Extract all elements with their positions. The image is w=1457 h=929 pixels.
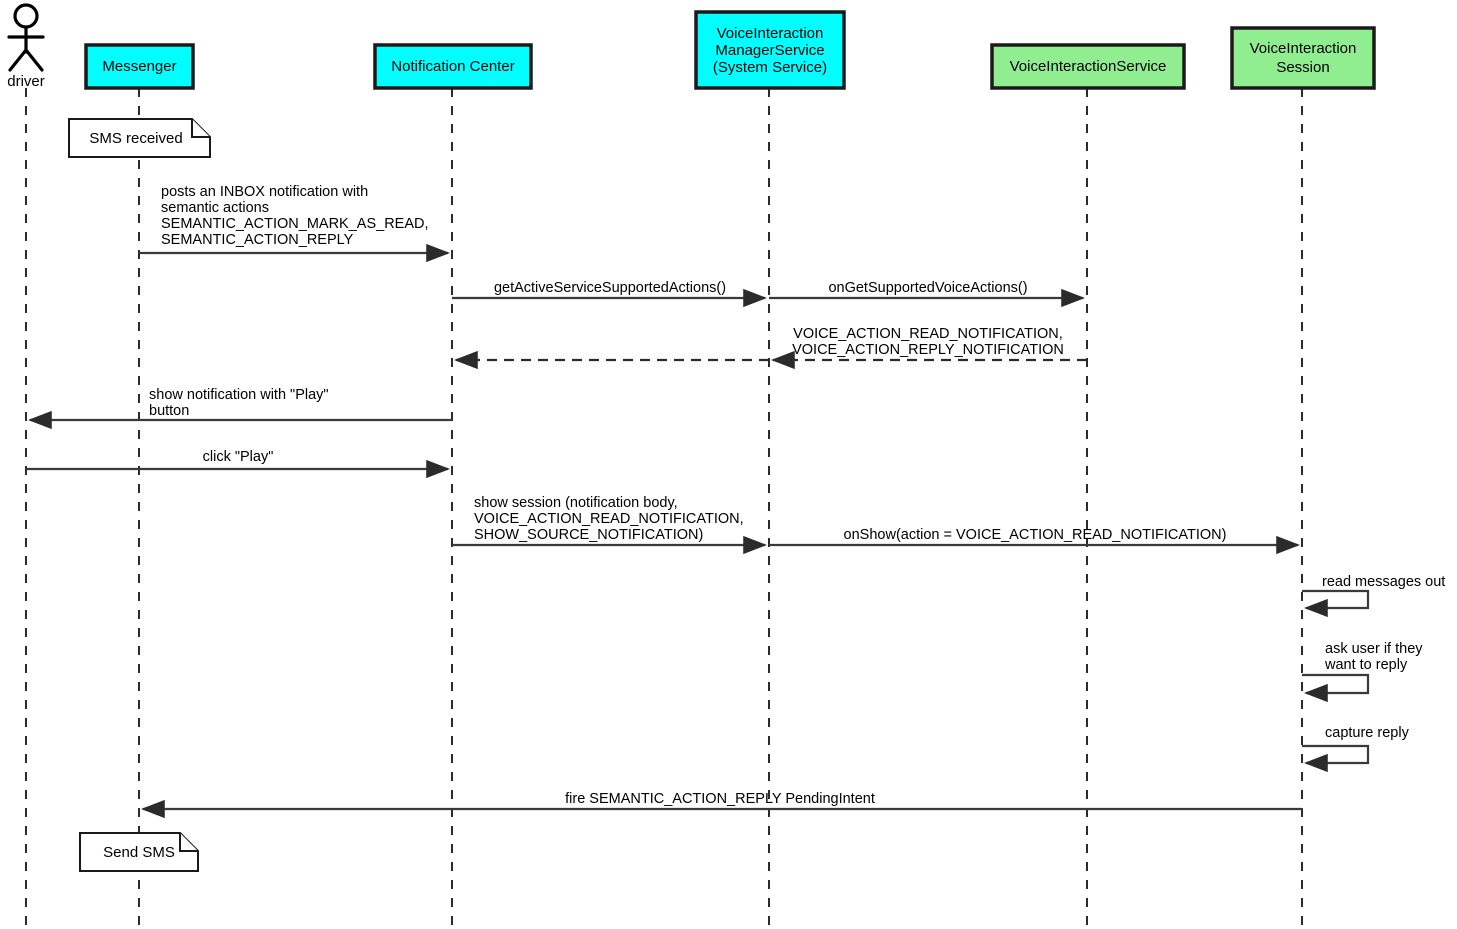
message-label-show-notification-line-2: button <box>149 403 189 419</box>
participant-label-vims-line-1: VoiceInteraction <box>717 25 824 42</box>
participant-box-voice-interaction-service[interactable] <box>990 43 1186 90</box>
self-message-label-capture-reply: capture reply <box>1325 725 1410 741</box>
participant-voice-interaction-service[interactable]: VoiceInteractionService <box>990 43 1186 90</box>
note-sms-received-label: SMS received <box>89 130 182 147</box>
message-label-on-show: onShow(action = VOICE_ACTION_READ_NOTIFI… <box>844 527 1227 543</box>
message-label-show-session-line-2: VOICE_ACTION_READ_NOTIFICATION, <box>474 511 744 527</box>
message-label-return-voice-actions-line-2: VOICE_ACTION_REPLY_NOTIFICATION <box>792 342 1064 358</box>
self-message-label-ask-user-line-1: ask user if they <box>1325 641 1423 657</box>
note-send-sms-label: Send SMS <box>103 844 175 861</box>
message-return-voice-actions-to-manager: VOICE_ACTION_READ_NOTIFICATION, VOICE_AC… <box>771 326 1087 370</box>
self-message-capture-reply: capture reply <box>1302 725 1410 773</box>
driver-actor[interactable]: driver <box>7 3 45 90</box>
participant-voice-interaction-manager-service[interactable]: VoiceInteraction ManagerService (System … <box>694 10 846 90</box>
message-label-post-inbox-line-2: semantic actions <box>161 200 269 216</box>
participant-messenger[interactable]: Messenger <box>84 43 195 90</box>
self-message-arrow-read-messages-out <box>1302 589 1370 618</box>
note-send-sms-shape <box>79 832 199 872</box>
participant-label-notification-center: Notification Center <box>391 58 514 75</box>
actor-leg-left-icon <box>8 48 28 72</box>
message-click-play: click "Play" <box>26 449 450 479</box>
note-sms-received: SMS received <box>68 118 211 158</box>
note-sms-received-fold-icon <box>191 119 210 138</box>
participant-label-vims-line-3: (System Service) <box>713 59 827 76</box>
message-post-inbox-notification: posts an INBOX notification with semanti… <box>139 184 450 263</box>
participant-label-vims-line-2: ManagerService <box>715 42 824 59</box>
participant-label-vis-line-1: VoiceInteraction <box>1250 40 1357 57</box>
participant-label-vis-line-2: Session <box>1276 59 1329 76</box>
participant-box-notification-center[interactable] <box>373 43 533 90</box>
self-message-arrow-ask-user-if-they-want-to-reply <box>1302 673 1370 703</box>
participant-voice-interaction-session[interactable]: VoiceInteraction Session <box>1230 26 1376 90</box>
self-message-arrow-capture-reply <box>1302 744 1370 773</box>
participant-box-voice-interaction-manager-service[interactable] <box>694 10 846 90</box>
self-message-read-messages-out: read messages out <box>1302 574 1445 618</box>
message-label-post-inbox-line-3: SEMANTIC_ACTION_MARK_AS_READ, <box>161 216 429 232</box>
message-on-get-supported-voice-actions: onGetSupportedVoiceActions() <box>769 280 1085 308</box>
message-label-return-voice-actions-line-1: VOICE_ACTION_READ_NOTIFICATION, <box>793 326 1063 342</box>
lifelines-group <box>25 88 1303 929</box>
message-label-on-get-supported-voice-actions: onGetSupportedVoiceActions() <box>828 280 1027 296</box>
participant-label-messenger: Messenger <box>102 58 176 75</box>
participant-box-messenger[interactable] <box>84 43 195 90</box>
message-on-show: onShow(action = VOICE_ACTION_READ_NOTIFI… <box>769 527 1300 555</box>
message-label-post-inbox-line-4: SEMANTIC_ACTION_REPLY <box>161 232 354 248</box>
driver-actor-label: driver <box>7 73 45 90</box>
self-message-label-read-messages-out: read messages out <box>1322 574 1445 590</box>
message-fire-semantic-action-reply-pending-intent: fire SEMANTIC_ACTION_REPLY PendingIntent <box>141 791 1302 819</box>
note-sms-received-shape <box>68 118 211 158</box>
message-label-show-session-line-1: show session (notification body, <box>474 495 678 511</box>
note-send-sms: Send SMS <box>79 832 199 872</box>
self-message-label-ask-user-line-2: want to reply <box>1324 657 1408 673</box>
actor-head-icon <box>13 3 39 29</box>
message-label-get-active-service-supported-actions: getActiveServiceSupportedActions() <box>494 280 726 296</box>
message-label-post-inbox-line-1: posts an INBOX notification with <box>161 184 368 200</box>
message-label-click-play: click "Play" <box>203 449 274 465</box>
participant-box-voice-interaction-session[interactable] <box>1230 26 1376 90</box>
message-get-active-service-supported-actions: getActiveServiceSupportedActions() <box>452 280 767 308</box>
participant-label-voice-interaction-service: VoiceInteractionService <box>1010 58 1167 75</box>
message-label-fire-semantic-action-reply-pending-intent: fire SEMANTIC_ACTION_REPLY PendingIntent <box>565 791 875 807</box>
message-label-show-notification-line-1: show notification with "Play" <box>149 387 329 403</box>
message-show-session: show session (notification body, VOICE_A… <box>452 495 767 555</box>
note-send-sms-fold-icon <box>179 833 198 852</box>
self-message-ask-user-if-they-want-to-reply: ask user if they want to reply <box>1302 641 1423 703</box>
message-label-show-session-line-3: SHOW_SOURCE_NOTIFICATION) <box>474 527 703 543</box>
participant-notification-center[interactable]: Notification Center <box>373 43 533 90</box>
actor-leg-right-icon <box>24 48 44 72</box>
message-show-notification-with-play-button: show notification with "Play" button <box>28 387 452 430</box>
